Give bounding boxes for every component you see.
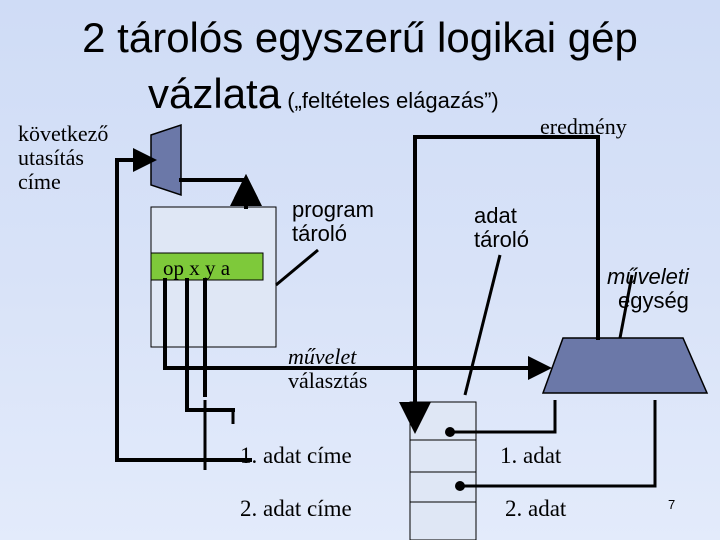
operation-select-path [163,278,532,370]
data2-output-dot [455,481,465,491]
title-line-2-main: vázlata [148,70,282,117]
result-path [413,135,600,388]
next-address-label: következő utasítás címe [18,121,109,194]
title-line-2-subtitle: („feltételes elágazás”) [281,88,499,113]
data-store-label: adat tároló [474,203,530,252]
data1-label: 1. adat [500,443,562,468]
data2-address-path [185,278,235,412]
alu-unit [541,337,709,394]
data1-address-label: 1. adat címe [240,443,352,468]
address-feedback-path [179,178,248,209]
program-store-label: program tároló [292,197,374,246]
data1-output-dot [445,427,455,437]
data-store-block [409,401,477,540]
page-number: 7 [668,497,676,512]
data2-output-path [460,400,657,488]
data2-label: 2. adat [505,496,567,521]
data-store-leader [463,254,502,396]
data1-output-path [452,400,557,434]
title-line-2: vázlata („feltételes elágazás”) [148,70,499,118]
alu-leader [618,274,634,339]
instruction-fields-label: op x y a [163,256,231,280]
operation-select-label: művelet választás [288,344,368,393]
data2-address-label: 2. adat címe [240,496,352,521]
title-line-1: 2 tárolós egyszerű logikai gép [82,14,638,61]
program-store-leader [275,248,319,287]
next-address-multiplexer [150,123,182,197]
alu-label: műveleti egység [607,264,689,313]
result-label: eredmény [540,114,627,139]
